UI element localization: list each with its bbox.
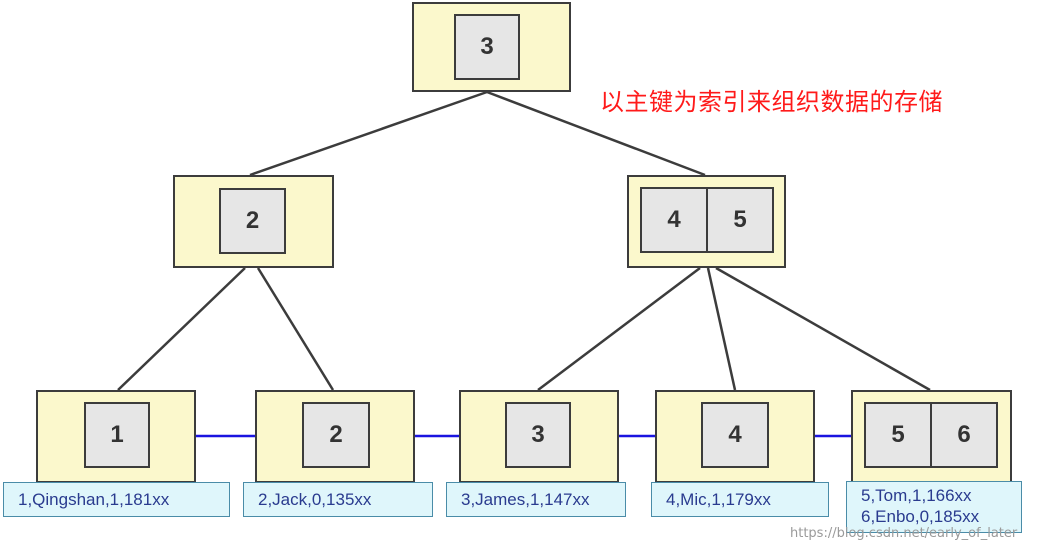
data-row: 1,Qingshan,1,181xx bbox=[18, 490, 170, 509]
watermark-url: https://blog.csdn.net/early_of_later bbox=[790, 526, 1018, 541]
leaf-node-5-6-key-right: 6 bbox=[930, 402, 998, 468]
leaf-node-2-key: 2 bbox=[302, 402, 370, 468]
diagram-caption: 以主键为索引来组织数据的存储 bbox=[600, 88, 943, 116]
edge-root-right bbox=[486, 90, 706, 177]
internal-node-4-5-key-left: 4 bbox=[640, 187, 708, 253]
data-row: 3,James,1,147xx bbox=[461, 490, 590, 509]
leaf-node-1-key: 1 bbox=[84, 402, 150, 468]
edge-n2-leaf1 bbox=[117, 267, 246, 391]
root-key: 3 bbox=[454, 14, 520, 80]
leaf-node-2-data: 2,Jack,0,135xx bbox=[243, 482, 433, 517]
data-row: 5,Tom,1,166xx bbox=[861, 486, 972, 505]
edge-n2-leaf2 bbox=[256, 267, 335, 391]
leaf-node-4-key: 4 bbox=[701, 402, 769, 468]
data-row: 6,Enbo,0,185xx bbox=[861, 507, 980, 526]
edge-n45-leaf4 bbox=[706, 267, 737, 391]
leaf-node-4-data: 4,Mic,1,179xx bbox=[651, 482, 829, 517]
leaf-node-3-key: 3 bbox=[505, 402, 571, 468]
edge-n45-leaf3 bbox=[537, 267, 701, 391]
edge-n45-leaf5 bbox=[715, 266, 931, 392]
edge-root-left bbox=[249, 90, 488, 177]
internal-node-2-key: 2 bbox=[219, 188, 286, 254]
data-row: 2,Jack,0,135xx bbox=[258, 490, 372, 509]
leaf-node-5-6-key-left: 5 bbox=[864, 402, 932, 468]
internal-node-4-5-key-right: 5 bbox=[706, 187, 774, 253]
leaf-node-1-data: 1,Qingshan,1,181xx bbox=[3, 482, 230, 517]
data-row: 4,Mic,1,179xx bbox=[666, 490, 771, 509]
leaf-node-5-6-data: 5,Tom,1,166xx 6,Enbo,0,185xx bbox=[846, 481, 1022, 533]
leaf-node-3-data: 3,James,1,147xx bbox=[446, 482, 626, 517]
